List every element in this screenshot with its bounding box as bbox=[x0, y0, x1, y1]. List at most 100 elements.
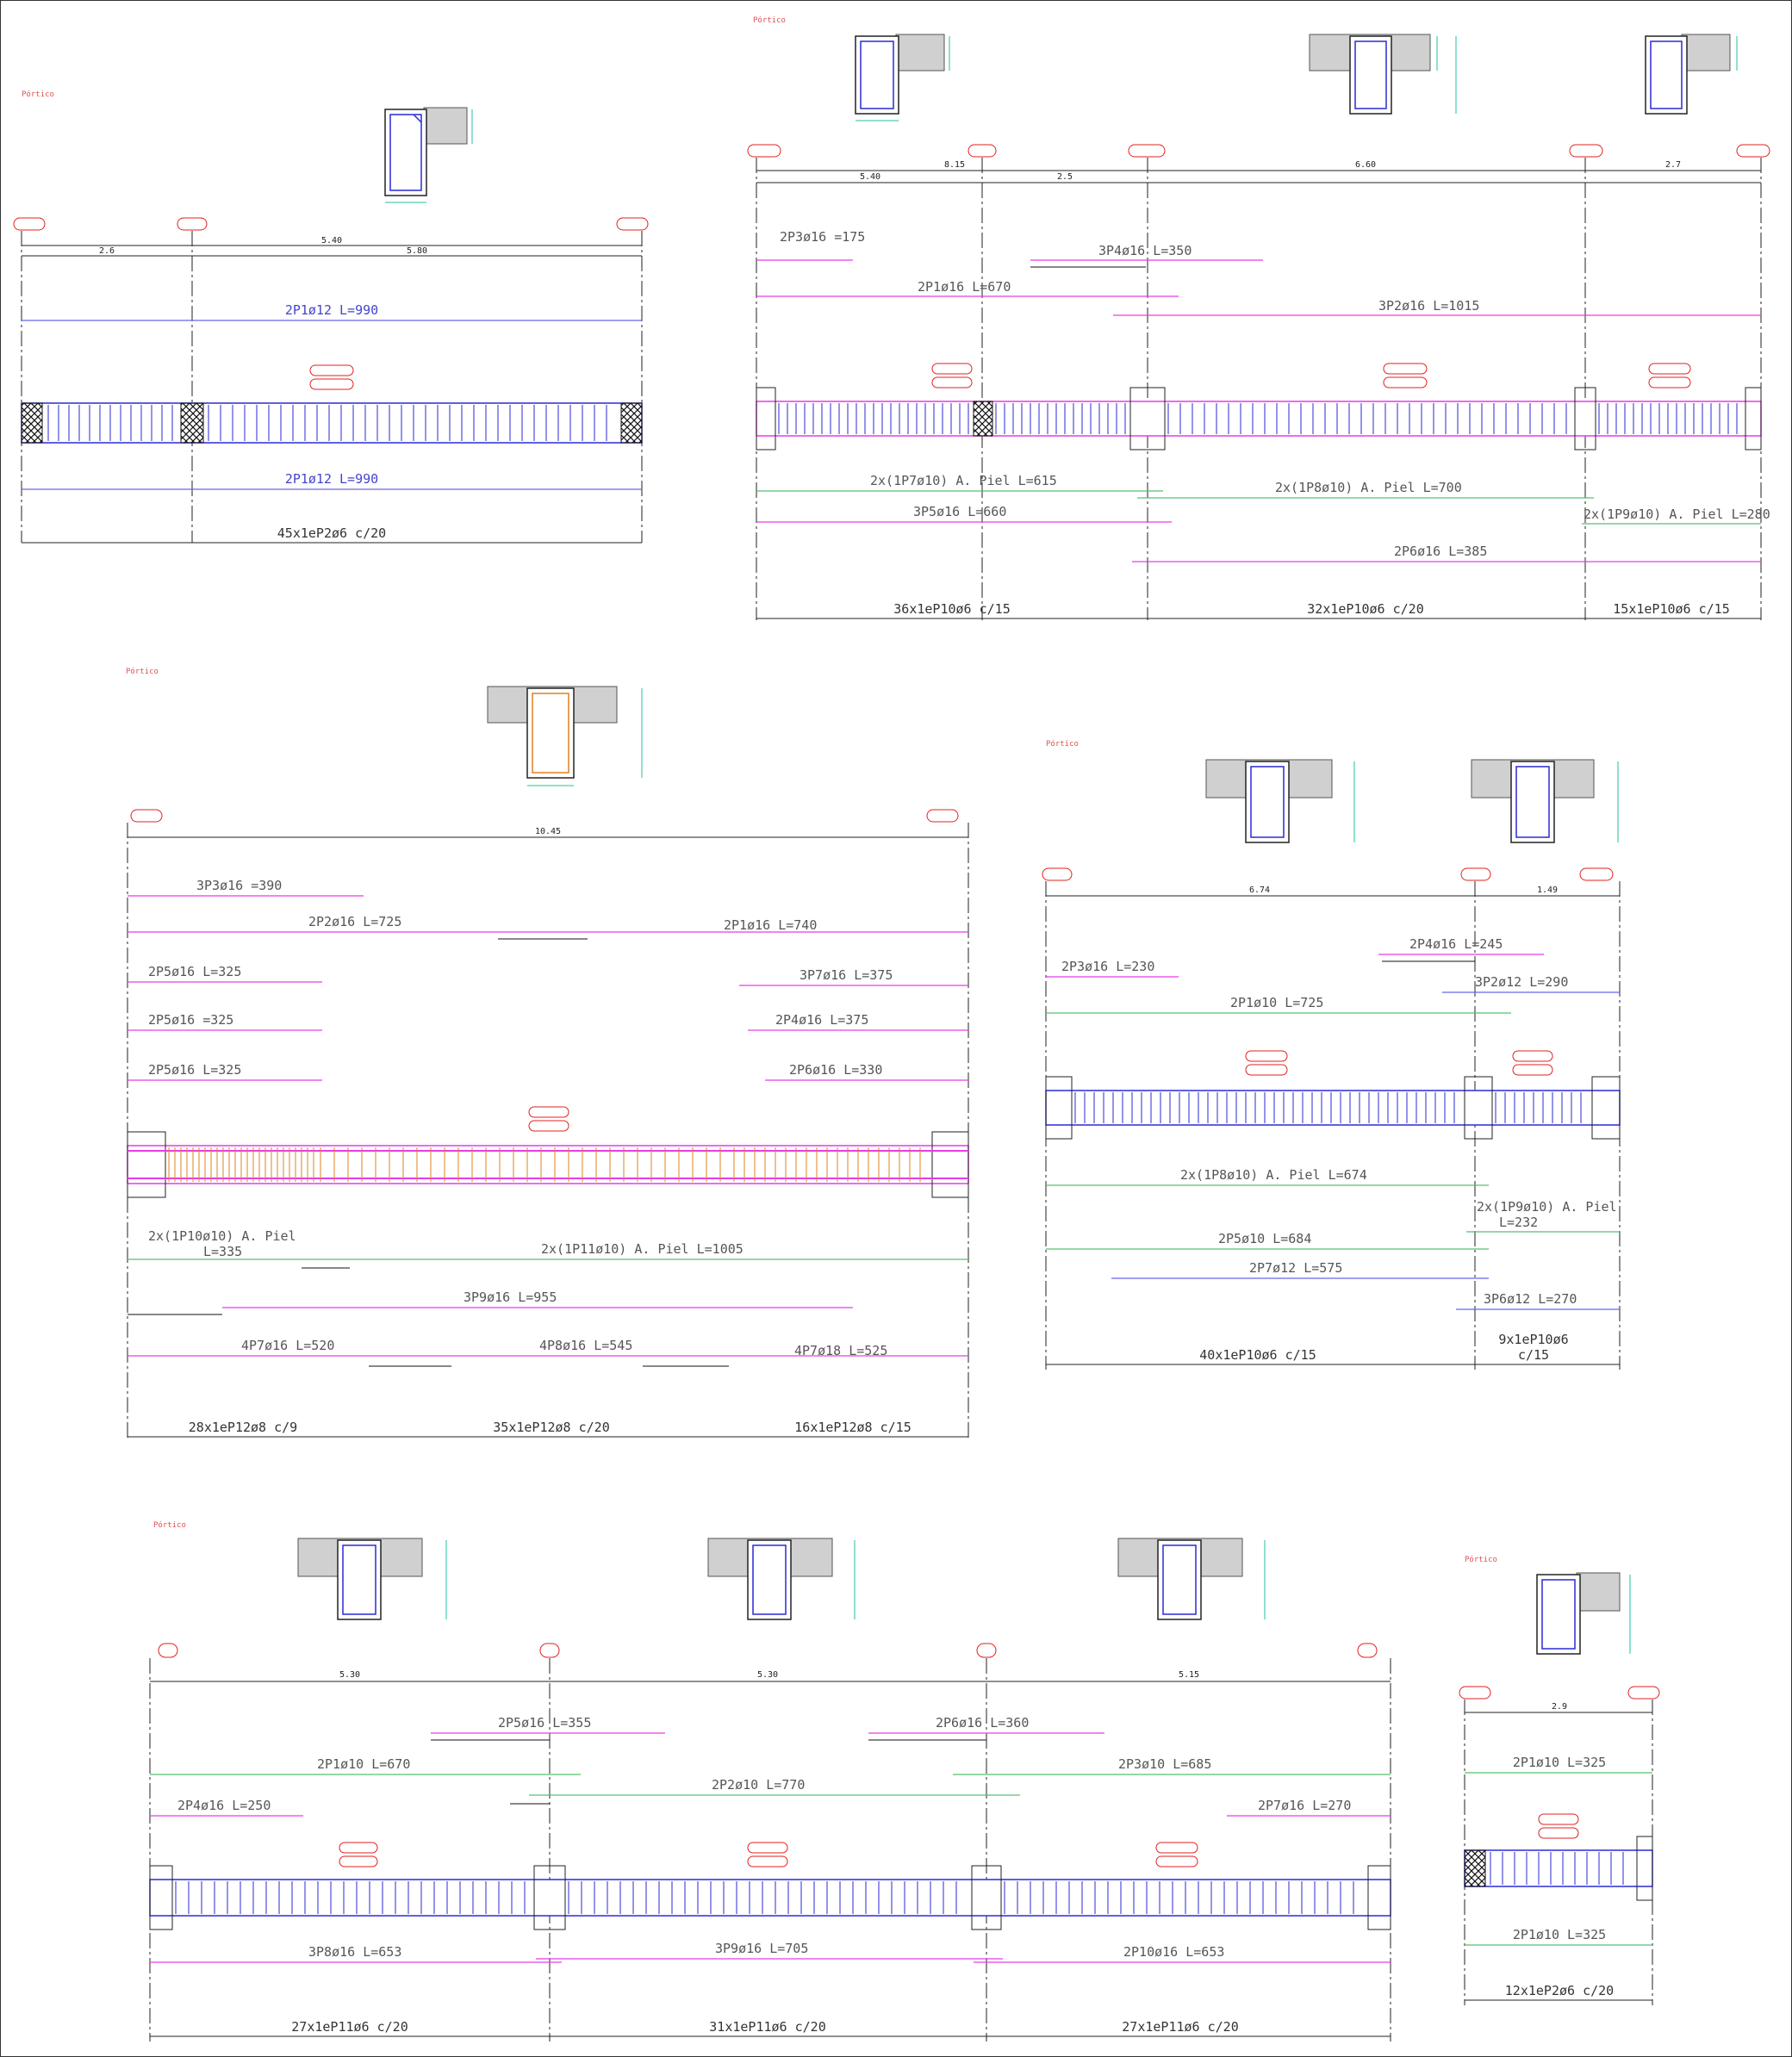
beam-2-axis-tags bbox=[747, 144, 1770, 158]
beam-3-bottom-bar-2: 2x(1P11ø10) A. Piel L=1005 bbox=[541, 1241, 744, 1257]
beam-2-stirrups-2: 32x1eP10ø6 c/20 bbox=[1307, 601, 1423, 617]
beam-3-bottom-bars: 2x(1P10ø10) A. Piel L=335 2x(1P11ø10) A.… bbox=[128, 1228, 968, 1367]
beam-4-span-b: 1.49 bbox=[1537, 886, 1558, 895]
beam-5-top-bar-3: 2P1ø10 L=670 bbox=[317, 1756, 410, 1772]
beam-3-beam-tags bbox=[528, 1106, 569, 1132]
beam-3-stirrups-1: 28x1eP12ø8 c/9 bbox=[189, 1420, 297, 1435]
beam-3-section bbox=[487, 686, 643, 786]
beam-1-section bbox=[384, 107, 473, 203]
beam-4-bottom-bar-2b: L=232 bbox=[1499, 1215, 1538, 1230]
beam-5-top-bar-4: 2P3ø10 L=685 bbox=[1118, 1756, 1211, 1772]
beam-3-bottom-bar-5: 4P8ø16 L=545 bbox=[539, 1338, 632, 1353]
beam-3-bottom-bar-6: 4P7ø18 L=525 bbox=[794, 1343, 887, 1358]
beam-2-bottom-bar-3: 3P5ø16 L=660 bbox=[913, 504, 1006, 519]
beam-5-span-b: 5.30 bbox=[757, 1670, 778, 1680]
beam-3-top-bar-1: 3P3ø16 =390 bbox=[196, 878, 282, 893]
beam-6: Pórtico 2.9 2P1ø10 L=325 2P1ø10 bbox=[1459, 1555, 1660, 2005]
beam-2-stirrups-3: 15x1eP10ø6 c/15 bbox=[1613, 601, 1729, 617]
beam-1-span-b: 5.80 bbox=[407, 246, 427, 256]
beam-2-top-bar-1: 2P3ø16 =175 bbox=[780, 229, 865, 245]
beam-1-axis-tags bbox=[13, 217, 649, 231]
beam-4-sections bbox=[1205, 759, 1619, 843]
beam-6-beam-tags bbox=[1538, 1813, 1579, 1839]
beam-2-stirrups-1: 36x1eP10ø6 c/15 bbox=[893, 601, 1010, 617]
beam-2-top-bar-3: 2P1ø16 L=670 bbox=[918, 279, 1011, 295]
beam-2-top-bars: 2P3ø16 =175 3P4ø16 L=350 2P1ø16 L=670 3P… bbox=[756, 229, 1761, 316]
beam-1: Pórtico 5.40 2.6 5.80 2P1ø12 L bbox=[13, 90, 649, 544]
beam-4-bottom-bar-2: 2x(1P9ø10) A. Piel bbox=[1477, 1199, 1617, 1215]
beam-3-top-bars: 3P3ø16 =390 2P2ø16 L=725 2P1ø16 L=740 2P… bbox=[128, 878, 968, 1081]
beam-5-stirrups-1: 27x1eP11ø6 c/20 bbox=[291, 2019, 408, 2035]
beam-4-bottom-bar-4: 2P7ø12 L=575 bbox=[1249, 1260, 1342, 1276]
beam-2-span-c: 6.60 bbox=[1355, 160, 1376, 170]
beam-1-span-total: 5.40 bbox=[321, 236, 342, 245]
beam-1-title-mark: Pórtico bbox=[22, 90, 54, 99]
beam-3-bottom-bar-3: 3P9ø16 L=955 bbox=[464, 1290, 557, 1305]
beam-2-span-a: 5.40 bbox=[860, 172, 880, 182]
beam-3-top-bar-8: 2P5ø16 L=325 bbox=[148, 1062, 241, 1078]
beam-4-body bbox=[1045, 1076, 1621, 1140]
beam-5-body bbox=[149, 1865, 1391, 1930]
beam-4-beam-tags bbox=[1245, 1050, 1553, 1076]
beam-2-top-bar-4: 3P2ø16 L=1015 bbox=[1378, 298, 1479, 314]
beam-3-span-total: 10.45 bbox=[535, 827, 561, 836]
beam-3-bottom-bar-1: 2x(1P10ø10) A. Piel bbox=[148, 1228, 296, 1244]
beam-5-bottom-bar-1: 3P8ø16 L=653 bbox=[308, 1944, 401, 1960]
beam-5-sections bbox=[297, 1538, 1266, 1620]
beam-1-body bbox=[21, 402, 643, 444]
beam-3-top-bar-4: 2P5ø16 L=325 bbox=[148, 964, 241, 979]
beam-2-bottom-bar-2: 2x(1P8ø10) A. Piel L=700 bbox=[1275, 480, 1462, 495]
beam-1-span-a: 2.6 bbox=[99, 246, 115, 256]
beam-3-top-bar-6: 2P5ø16 =325 bbox=[148, 1012, 233, 1028]
beam-4-bottom-bar-5: 3P6ø12 L=270 bbox=[1484, 1291, 1577, 1307]
beam-4-top-bar-2: 2P3ø16 L=230 bbox=[1061, 959, 1154, 974]
beam-2-span-b: 2.5 bbox=[1057, 172, 1073, 182]
beam-4-stirrups-1: 40x1eP10ø6 c/15 bbox=[1199, 1347, 1316, 1363]
beam-5-top-bar-6: 2P4ø16 L=250 bbox=[177, 1798, 271, 1813]
beam-4-top-bar-4: 2P1ø10 L=725 bbox=[1230, 995, 1323, 1010]
beam-6-title-mark: Pórtico bbox=[1465, 1555, 1497, 1564]
beam-2-axes bbox=[756, 158, 1762, 620]
beam-4-stirrups-2: 9x1eP10ø6 bbox=[1498, 1332, 1568, 1347]
beam-1-bottom-bar: 2P1ø12 L=990 bbox=[285, 471, 378, 487]
beam-5-beam-tags bbox=[339, 1842, 1198, 1867]
beam-2-beam-tags bbox=[931, 363, 1691, 388]
beam-1-tag-2 bbox=[309, 378, 354, 390]
beam-4-top-bars: 2P4ø16 L=245 2P3ø16 L=230 3P2ø12 L=290 2… bbox=[1046, 936, 1620, 1014]
beam-5-bottom-bar-2: 3P9ø16 L=705 bbox=[715, 1941, 808, 1956]
beam-6-stirrups: 12x1eP2ø6 c/20 bbox=[1505, 1983, 1614, 1998]
beam-4-bottom-bars: 2x(1P8ø10) A. Piel L=674 2x(1P9ø10) A. P… bbox=[1046, 1167, 1620, 1310]
beam-3-top-bar-3: 2P1ø16 L=740 bbox=[724, 917, 817, 933]
beam-2-sections bbox=[855, 34, 1738, 121]
beam-5-axes bbox=[149, 1658, 1391, 2041]
beam-3-axis-tags bbox=[130, 809, 959, 823]
beam-1-tag bbox=[309, 364, 354, 376]
beam-4-bottom-bar-1: 2x(1P8ø10) A. Piel L=674 bbox=[1180, 1167, 1367, 1183]
beam-2-body bbox=[756, 387, 1762, 451]
beam-6-bottom-bar: 2P1ø10 L=325 bbox=[1513, 1927, 1606, 1942]
beam-1-axes bbox=[21, 231, 643, 543]
beam-2-bottom-bar-1: 2x(1P7ø10) A. Piel L=615 bbox=[870, 473, 1057, 488]
beam-5-top-bar-1: 2P5ø16 L=355 bbox=[498, 1715, 591, 1731]
beam-4-stirrups-2b: c/15 bbox=[1518, 1347, 1549, 1363]
beam-6-section bbox=[1536, 1572, 1631, 1655]
beam-5-stirrups-2: 31x1eP11ø6 c/20 bbox=[709, 2019, 825, 2035]
beam-3-top-bar-9: 2P6ø16 L=330 bbox=[789, 1062, 882, 1078]
beam-5-top-bar-7: 2P7ø16 L=270 bbox=[1258, 1798, 1351, 1813]
beam-2-bottom-bar-5: 2P6ø16 L=385 bbox=[1394, 544, 1487, 559]
beam-4-bottom-bar-3: 2P5ø10 L=684 bbox=[1218, 1231, 1311, 1246]
beam-3-bottom-bar-1b: L=335 bbox=[203, 1244, 242, 1259]
beam-3-top-bar-7: 2P4ø16 L=375 bbox=[775, 1012, 868, 1028]
beam-4-top-bar-1: 2P4ø16 L=245 bbox=[1409, 936, 1503, 952]
beam-5-stirrups-3: 27x1eP11ø6 c/20 bbox=[1122, 2019, 1238, 2035]
beam-4-title-mark: Pórtico bbox=[1046, 739, 1079, 749]
beam-6-axis-tags bbox=[1459, 1686, 1660, 1700]
beam-5-top-bars: 2P5ø16 L=355 2P6ø16 L=360 2P1ø10 L=670 2… bbox=[150, 1715, 1391, 1817]
beam-4-top-bar-3: 3P2ø12 L=290 bbox=[1475, 974, 1568, 990]
beam-6-top-bar: 2P1ø10 L=325 bbox=[1513, 1755, 1606, 1770]
beam-4-span-a: 6.74 bbox=[1249, 886, 1270, 895]
beam-5-axis-tags bbox=[158, 1643, 1378, 1658]
beam-3-body bbox=[127, 1131, 969, 1198]
beam-6-body bbox=[1464, 1836, 1653, 1901]
